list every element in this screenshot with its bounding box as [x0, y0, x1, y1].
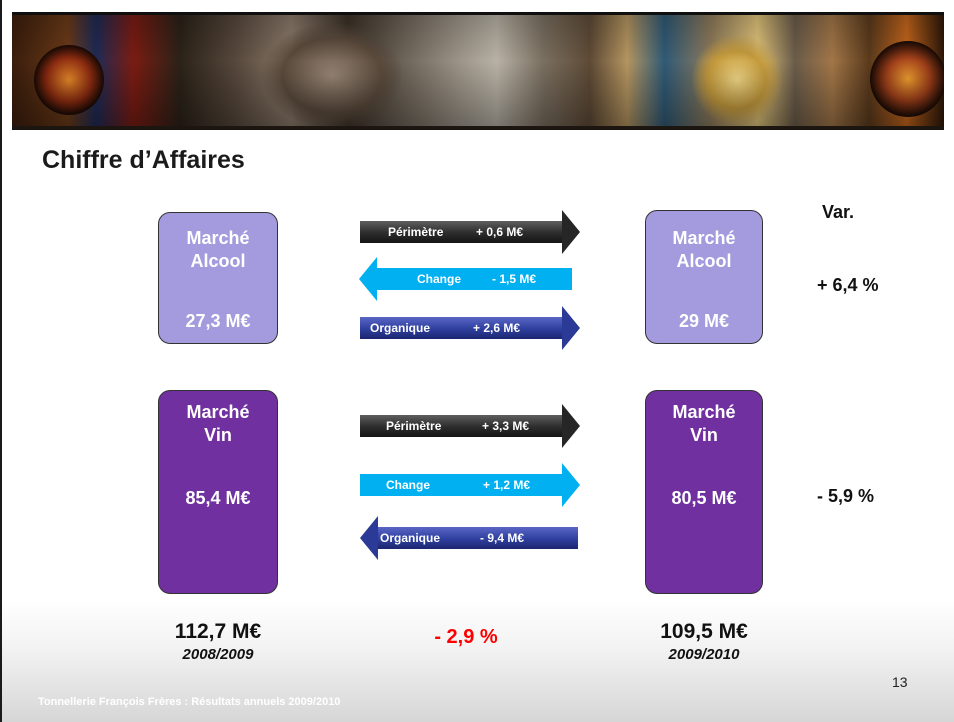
- market-value: 85,4 M€: [185, 488, 251, 508]
- alcool-2010-box: Marché Alcool 29 M€: [645, 210, 763, 344]
- page-number: 13: [892, 674, 908, 690]
- market-name: Vin: [690, 425, 718, 445]
- total-2010-value: 109,5 M€: [660, 620, 748, 643]
- total-variation: - 2,9 %: [434, 626, 498, 648]
- arrow-label: Organique: [380, 531, 441, 545]
- market-name: Marché: [186, 228, 250, 248]
- barrel-fire-image: [34, 45, 104, 115]
- wine-glass-image: [692, 35, 782, 125]
- market-value: 27,3 M€: [185, 311, 251, 331]
- market-value: 29 M€: [678, 311, 730, 331]
- photo-collage-banner: [12, 12, 944, 130]
- vin-2010-box: Marché Vin 80,5 M€: [645, 390, 763, 594]
- face-image: [262, 23, 402, 128]
- total-2009-period: 2008/2009: [182, 646, 254, 663]
- market-name: Marché: [186, 402, 250, 422]
- total-2010-period: 2009/2010: [668, 646, 740, 663]
- arrow-label: Périmètre: [386, 419, 442, 433]
- footer-text: Tonnellerie François Frères : Résultats …: [38, 696, 341, 708]
- arrow-label: Périmètre: [388, 225, 444, 239]
- market-name: Alcool: [676, 251, 732, 271]
- alcool-2009-box: Marché Alcool 27,3 M€: [158, 212, 278, 344]
- page-title: Chiffre d’Affaires: [42, 146, 245, 174]
- arrow-label: Change: [386, 478, 431, 492]
- arrow-perimetre-alcool: Périmètre + 0,6 M€: [360, 210, 580, 254]
- market-name: Alcool: [190, 251, 246, 271]
- arrow-organique-vin: Organique - 9,4 M€: [360, 516, 578, 560]
- arrow-change-alcool: Change - 1,5 M€: [359, 257, 572, 301]
- arrow-value: - 1,5 M€: [492, 272, 537, 286]
- market-name: Marché: [672, 228, 736, 248]
- total-2009-value: 112,7 M€: [174, 620, 262, 643]
- arrow-change-vin: Change + 1,2 M€: [360, 463, 580, 507]
- arrow-label: Change: [417, 272, 462, 286]
- variation-alcool: + 6,4 %: [817, 275, 879, 295]
- arrow-organique-alcool: Organique + 2,6 M€: [360, 306, 580, 350]
- vin-2009-box: Marché Vin 85,4 M€: [158, 390, 278, 594]
- arrow-perimetre-vin: Périmètre + 3,3 M€: [360, 404, 580, 448]
- variation-vin: - 5,9 %: [817, 486, 875, 506]
- arrow-value: - 9,4 M€: [480, 531, 525, 545]
- market-name: Vin: [204, 425, 232, 445]
- variation-header: Var.: [822, 202, 855, 222]
- arrow-value: + 0,6 M€: [476, 225, 524, 239]
- arrow-value: + 3,3 M€: [482, 419, 530, 433]
- arrow-label: Organique: [370, 321, 431, 335]
- market-name: Marché: [672, 402, 736, 422]
- arrow-value: + 1,2 M€: [483, 478, 531, 492]
- arrow-value: + 2,6 M€: [473, 321, 521, 335]
- barrel-fire-image: [870, 41, 944, 117]
- market-value: 80,5 M€: [671, 488, 737, 508]
- banner-divider: [12, 126, 944, 130]
